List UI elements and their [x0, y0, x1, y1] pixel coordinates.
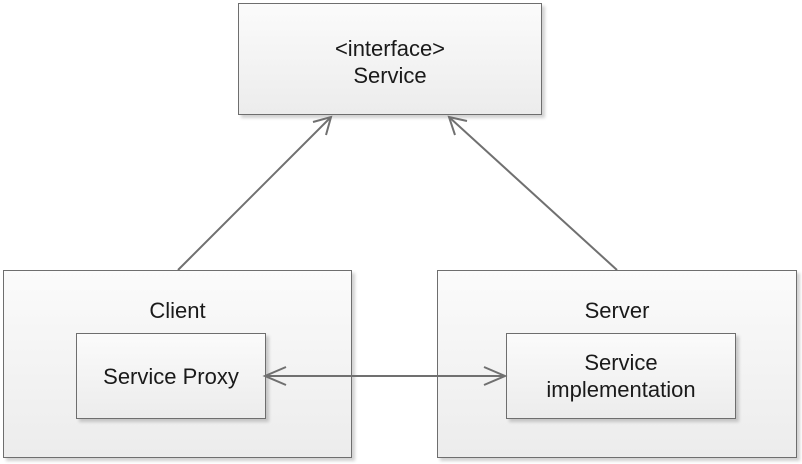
- service-implementation-box: Service implementation: [506, 333, 736, 419]
- client-title-label: Client: [149, 298, 206, 323]
- service-implementation-label-line2: implementation: [546, 377, 696, 402]
- interface-service-box: <interface> Service: [238, 3, 542, 115]
- service-proxy-label: Service Proxy: [103, 364, 239, 389]
- server-box: Server Service implementation: [437, 270, 797, 458]
- server-to-interface-connector: [448, 116, 618, 271]
- interface-name-label: Service: [353, 63, 427, 88]
- server-to-interface-arrowhead: [447, 115, 468, 136]
- client-to-interface-connector: [177, 116, 332, 271]
- server-title-label: Server: [584, 298, 650, 323]
- service-implementation-label-line1: Service: [584, 350, 658, 375]
- client-to-interface-arrowhead: [312, 115, 333, 136]
- client-box: Client Service Proxy: [3, 270, 352, 458]
- service-proxy-box: Service Proxy: [76, 333, 266, 419]
- interface-stereotype-label: <interface>: [334, 36, 446, 61]
